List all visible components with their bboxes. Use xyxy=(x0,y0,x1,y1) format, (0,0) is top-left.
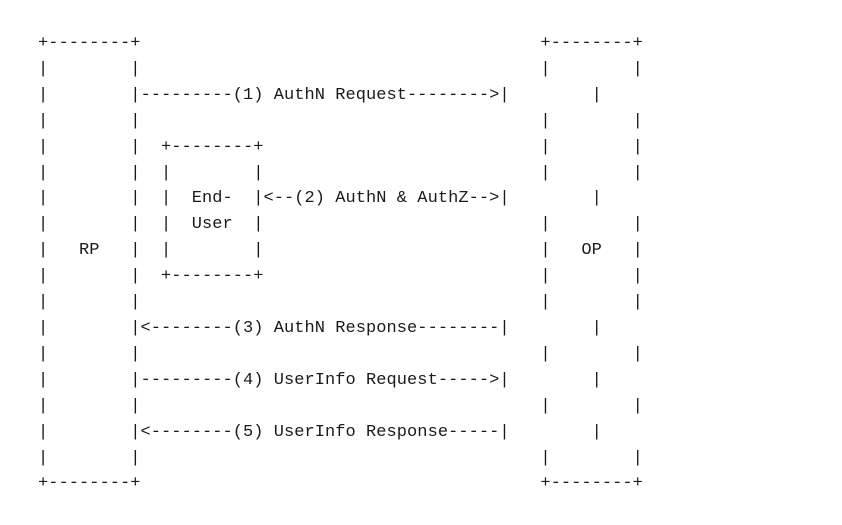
diagram-line-7: | | | End- |<--(2) AuthN & AuthZ-->| | xyxy=(38,189,602,209)
diagram-line-5: | | +--------+ | | xyxy=(38,137,643,157)
diagram-line-15: | | | | xyxy=(38,396,643,416)
diagram-line-3: | |---------(1) AuthN Request-------->| … xyxy=(38,85,602,105)
diagram-line-9: | RP | | | | OP | xyxy=(38,241,643,261)
diagram-line-17: | | | | xyxy=(38,448,643,468)
diagram-line-10: | | +--------+ | | xyxy=(38,267,643,287)
diagram-line-12: | |<--------(3) AuthN Response--------| … xyxy=(38,318,602,338)
diagram-line-11: | | | | xyxy=(38,293,643,313)
diagram-line-16: | |<--------(5) UserInfo Response-----| … xyxy=(38,422,602,442)
diagram-line-6: | | | | | | xyxy=(38,163,643,183)
diagram-line-14: | |---------(4) UserInfo Request----->| … xyxy=(38,370,602,390)
diagram-line-13: | | | | xyxy=(38,344,643,364)
diagram-line-4: | | | | xyxy=(38,111,643,131)
diagram-line-1: +--------+ +--------+ xyxy=(38,34,643,53)
diagram-line-18: +--------+ +--------+ xyxy=(38,474,643,494)
ascii-flow-diagram: +--------+ +--------+ | | | | | |-------… xyxy=(38,31,643,497)
diagram-line-2: | | | | xyxy=(38,59,643,79)
diagram-line-8: | | | User | | | xyxy=(38,215,643,235)
